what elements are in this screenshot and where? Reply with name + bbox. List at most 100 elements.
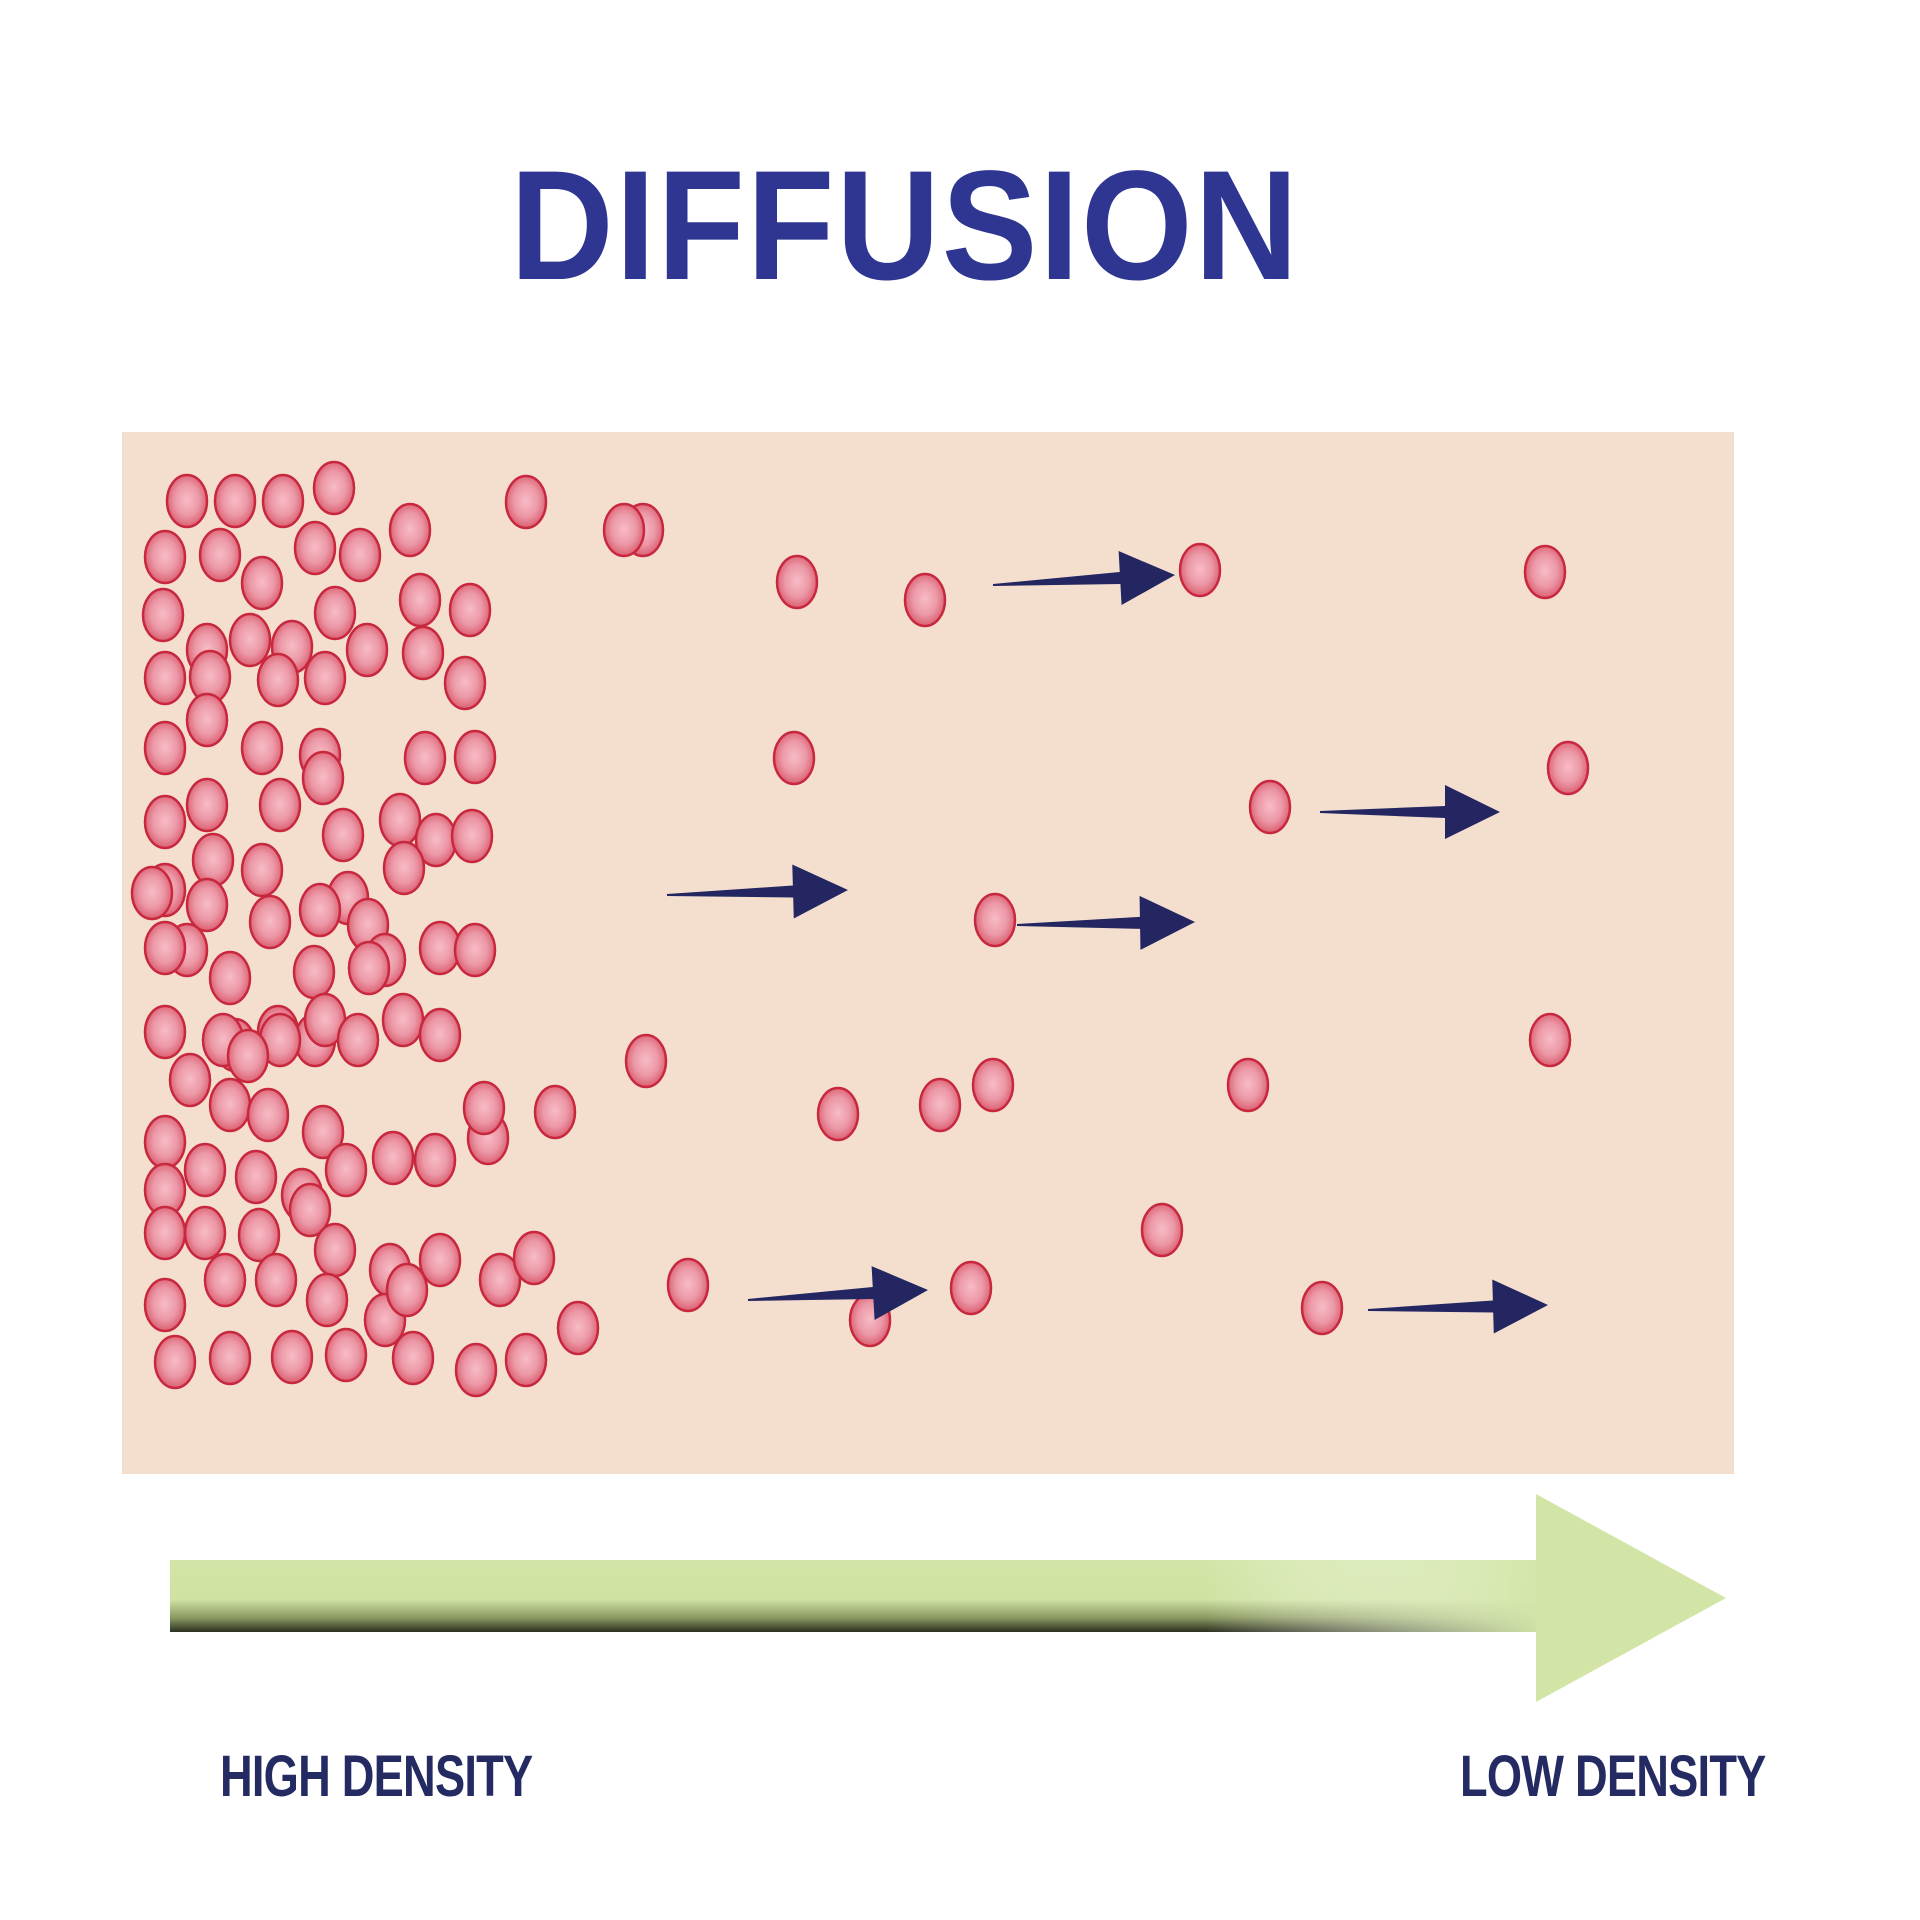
particle-icon	[226, 1028, 270, 1084]
particle-icon	[270, 1329, 314, 1385]
particle-icon	[973, 892, 1017, 948]
particle-icon	[248, 894, 292, 950]
particle-icon	[153, 1334, 197, 1390]
particle-icon	[254, 1252, 298, 1308]
particle-icon	[602, 502, 646, 558]
particle-icon	[143, 794, 187, 850]
particle-icon	[345, 622, 389, 678]
particle-icon	[185, 777, 229, 833]
particle-icon	[1300, 1280, 1344, 1336]
particle-icon	[313, 1222, 357, 1278]
particle-icon	[418, 1232, 462, 1288]
particle-icon	[454, 1342, 498, 1398]
particle-icon	[478, 1252, 522, 1308]
particle-icon	[918, 1077, 962, 1133]
particle-icon	[143, 720, 187, 776]
particle-icon	[143, 650, 187, 706]
particle-icon	[305, 1272, 349, 1328]
particle-icon	[1523, 544, 1567, 600]
particle-icon	[512, 1230, 556, 1286]
high-density-label: HIGH DENSITY	[220, 1744, 533, 1809]
particle-icon	[775, 554, 819, 610]
particle-icon	[324, 1327, 368, 1383]
particle-icon	[371, 1130, 415, 1186]
particle-icon	[293, 520, 337, 576]
particle-icon	[1528, 1012, 1572, 1068]
particle-icon	[141, 587, 185, 643]
motion-arrow-icon	[1367, 1279, 1548, 1334]
motion-arrow-icon	[1016, 895, 1195, 950]
particle-icon	[208, 1077, 252, 1133]
particle-icon	[556, 1300, 600, 1356]
particle-icon	[298, 882, 342, 938]
particle-icon	[261, 473, 305, 529]
particle-icon	[228, 612, 272, 668]
particle-icon	[336, 1012, 380, 1068]
particle-icon	[321, 807, 365, 863]
particle-icon	[143, 1205, 187, 1261]
particle-icon	[453, 922, 497, 978]
particle-icon	[288, 1182, 332, 1238]
particle-icon	[208, 1330, 252, 1386]
particle-icon	[1178, 542, 1222, 598]
particle-icon	[292, 944, 336, 1000]
particle-icon	[391, 1330, 435, 1386]
particle-icon	[971, 1057, 1015, 1113]
particle-icon	[303, 650, 347, 706]
particle-icon	[237, 1207, 281, 1263]
particle-icon	[240, 555, 284, 611]
particle-icon	[462, 1080, 506, 1136]
particle-icon	[382, 840, 426, 896]
particle-icon	[312, 460, 356, 516]
particle-icon	[301, 750, 345, 806]
motion-arrow-icon	[1320, 785, 1500, 839]
particle-icon	[143, 1277, 187, 1333]
particle-icon	[185, 692, 229, 748]
particle-icon	[1226, 1057, 1270, 1113]
particle-icon	[143, 920, 187, 976]
gradient-arrow-icon	[170, 1494, 1726, 1702]
particle-icon	[772, 730, 816, 786]
particle-icon	[165, 473, 209, 529]
particle-icon	[240, 720, 284, 776]
particle-icon	[816, 1086, 860, 1142]
particle-icon	[240, 842, 284, 898]
particle-icon	[234, 1149, 278, 1205]
particle-icon	[168, 1052, 212, 1108]
particle-icon	[191, 832, 235, 888]
particle-icon	[666, 1257, 710, 1313]
particle-icon	[401, 625, 445, 681]
particle-icon	[185, 877, 229, 933]
particle-icon	[378, 792, 422, 848]
particles	[130, 460, 1590, 1398]
particle-icon	[448, 582, 492, 638]
motion-arrow-icon	[666, 864, 848, 919]
particle-icon	[143, 1114, 187, 1170]
particle-icon	[203, 1252, 247, 1308]
particle-icon	[949, 1260, 993, 1316]
particle-icon	[453, 729, 497, 785]
particle-icon	[213, 473, 257, 529]
particle-icon	[347, 940, 391, 996]
particle-icon	[1140, 1202, 1184, 1258]
motion-arrow-icon	[992, 551, 1175, 605]
particle-icon	[246, 1087, 290, 1143]
particle-icon	[450, 808, 494, 864]
particle-icon	[504, 1332, 548, 1388]
particle-icon	[324, 1142, 368, 1198]
particle-icon	[624, 1033, 668, 1089]
particle-icon	[1248, 779, 1292, 835]
particle-icon	[313, 585, 357, 641]
particle-icon	[143, 529, 187, 585]
particle-icon	[208, 950, 252, 1006]
particle-icon	[338, 527, 382, 583]
particle-icon	[385, 1262, 429, 1318]
particle-icon	[388, 502, 432, 558]
particle-icon	[130, 865, 174, 921]
particle-icon	[1546, 740, 1590, 796]
motion-arrows	[666, 551, 1548, 1334]
particle-icon	[504, 474, 548, 530]
particle-icon	[533, 1084, 577, 1140]
particle-icon	[143, 1004, 187, 1060]
